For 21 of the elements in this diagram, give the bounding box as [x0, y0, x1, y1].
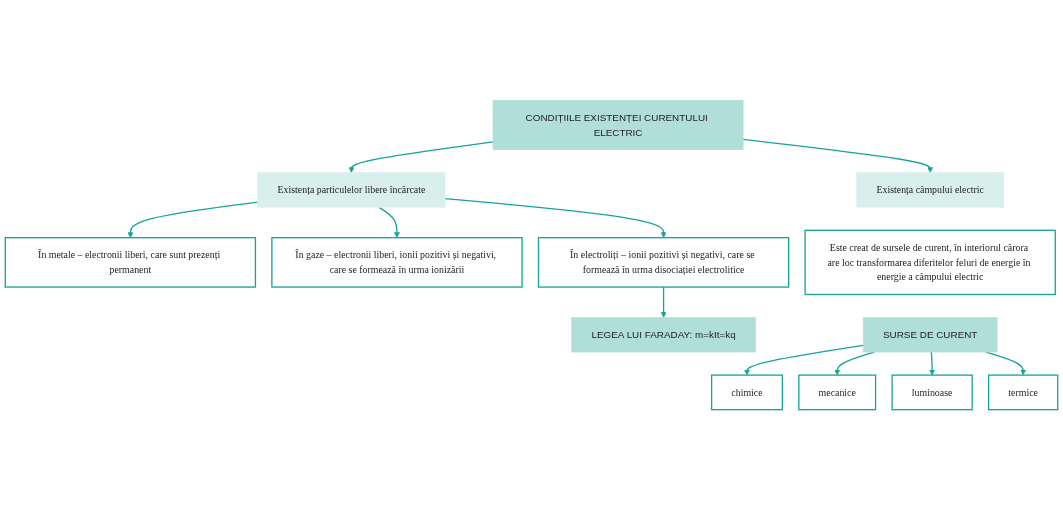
- arrow: [378, 206, 400, 238]
- arrow: [127, 201, 259, 238]
- node-box: CONDIȚIILE EXISTENȚEI CURENTULUI ELECTRIC: [492, 99, 744, 150]
- node-box: mecanice: [798, 374, 877, 411]
- arrow: [660, 286, 667, 318]
- node-box: luminoase: [891, 374, 973, 411]
- node-box: LEGEA LUI FARADAY: m=kIt=kq: [571, 317, 756, 353]
- node-box: termice: [987, 374, 1059, 411]
- arrow: [929, 351, 935, 376]
- node-box: Existența câmpului electric: [856, 172, 1005, 208]
- node-box: În electroliți – ionii pozitivi și negativi, care se formează în urma disociației electrolitice: [537, 237, 790, 288]
- arrow: [744, 344, 864, 376]
- arrow: [742, 138, 934, 173]
- node-box: Existența particulelor libere încărcate: [257, 172, 446, 208]
- node-box: Este creat de sursele de curent, în interiorul cărora are loc transformarea diferitelor feluri de energie în energie a câmpului electric: [804, 229, 1056, 296]
- node-box: SURSE DE CURENT: [862, 317, 998, 353]
- node-box: chimice: [710, 374, 784, 411]
- node-box: În gaze – electronii liberi, ionii pozitivi și negativi, care se formează în urma ionizării: [271, 237, 523, 288]
- arrow: [348, 141, 494, 173]
- node-box: În metale – electronii liberi, care sunt prezenți permanent: [4, 237, 257, 288]
- arrow: [444, 197, 667, 238]
